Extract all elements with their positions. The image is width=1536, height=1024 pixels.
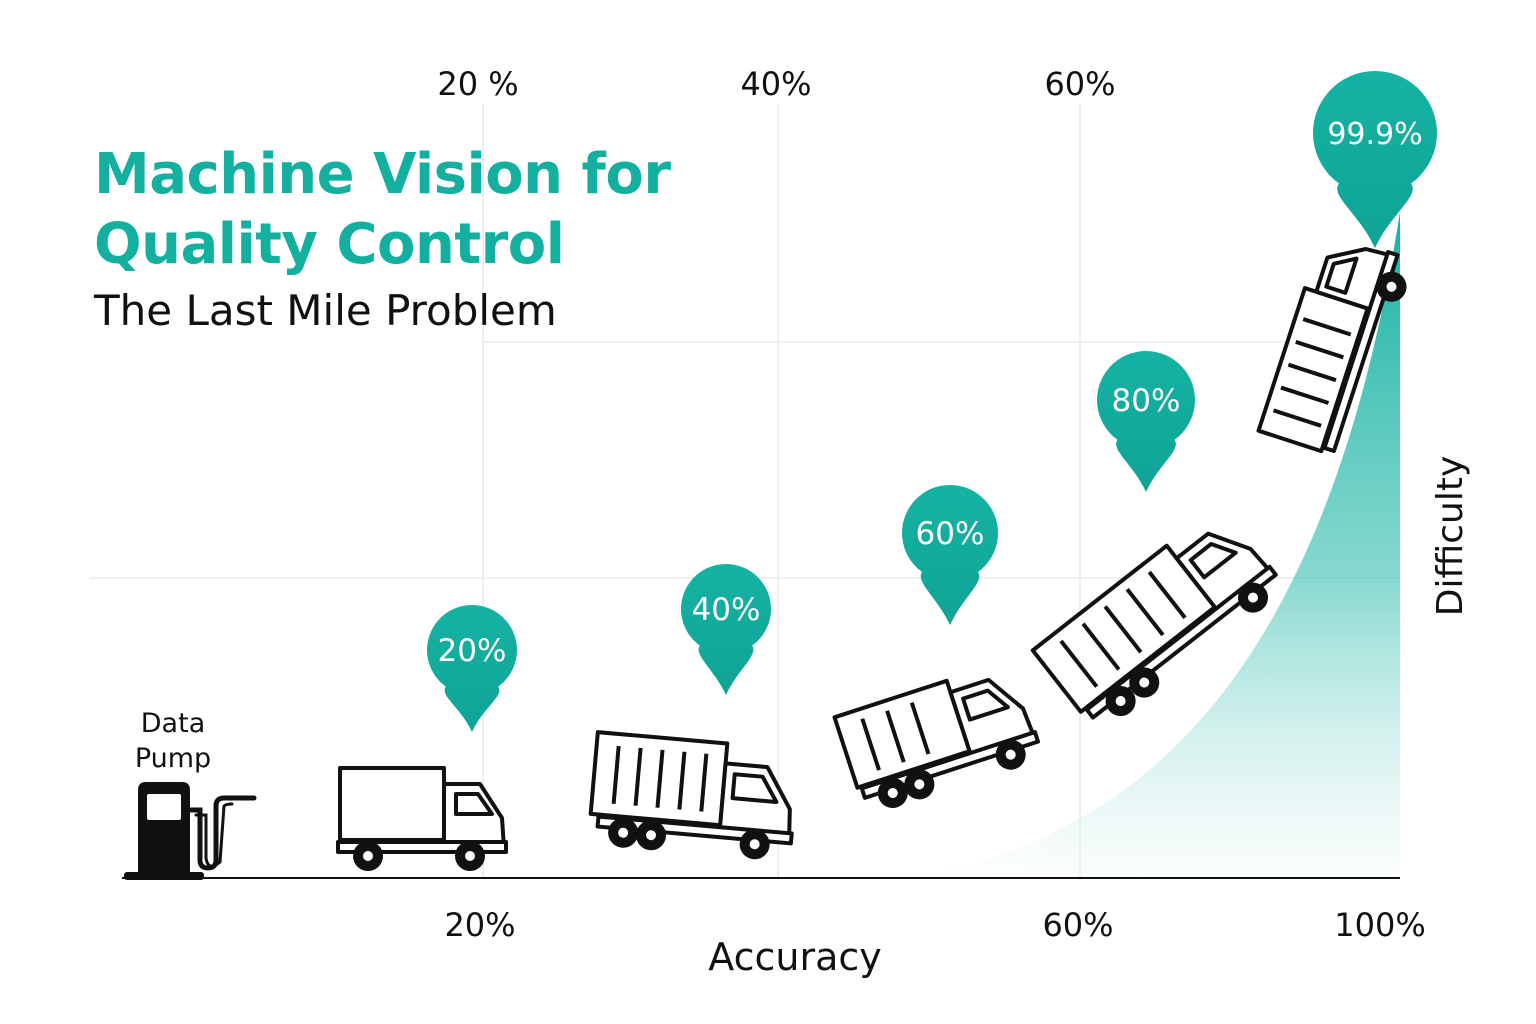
x-axis-label: Accuracy [708,935,882,979]
data-pump-label: Data Pump [118,706,228,776]
truck-icon [588,730,794,860]
marker-label: 99.9% [1327,117,1422,152]
marker-shape [1097,350,1195,492]
marker-pin-3: 60% [902,485,999,625]
marker-pin-4: 80% [1097,350,1195,492]
bottom-tick-label-20: 20% [444,906,515,944]
top-tick-label-60: 60% [1044,65,1115,103]
y-axis-label: Difficulty [1430,456,1471,617]
marker-pin-5: 99.9% [1312,70,1437,248]
fuel-pump-icon [124,782,257,880]
marker-shape [1312,70,1437,248]
marker-shape [681,564,771,695]
marker-shape [427,605,518,732]
marker-pin-2: 40% [681,564,771,695]
marker-label: 20% [438,633,507,669]
page-subtitle: The Last Mile Problem [94,286,557,335]
top-tick-label-40: 40% [740,65,811,103]
marker-label: 60% [916,516,985,552]
pump-label-line-2: Pump [134,743,212,774]
marker-label: 40% [692,592,761,628]
marker-label: 80% [1112,383,1181,419]
truck-icon [832,677,1040,808]
title-line-2: Quality Control [94,212,565,277]
bottom-tick-label-100: 100% [1334,906,1425,944]
truck-icon [1030,531,1278,720]
pump-label-line-1: Data [140,708,206,739]
top-tick-label-20: 20 % [437,65,518,103]
marker-shape [902,485,999,625]
difficulty-area-fade [905,212,1400,878]
title-line-1: Machine Vision for [94,142,671,207]
truck-icon [336,766,508,871]
markers: 20% 40% 60% 80% 99.9% [427,70,1437,732]
bottom-tick-label-60: 60% [1042,906,1113,944]
page-title: Machine Vision for Quality Control [94,140,671,280]
truck-icon [1256,247,1407,454]
marker-pin-1: 20% [427,605,518,732]
